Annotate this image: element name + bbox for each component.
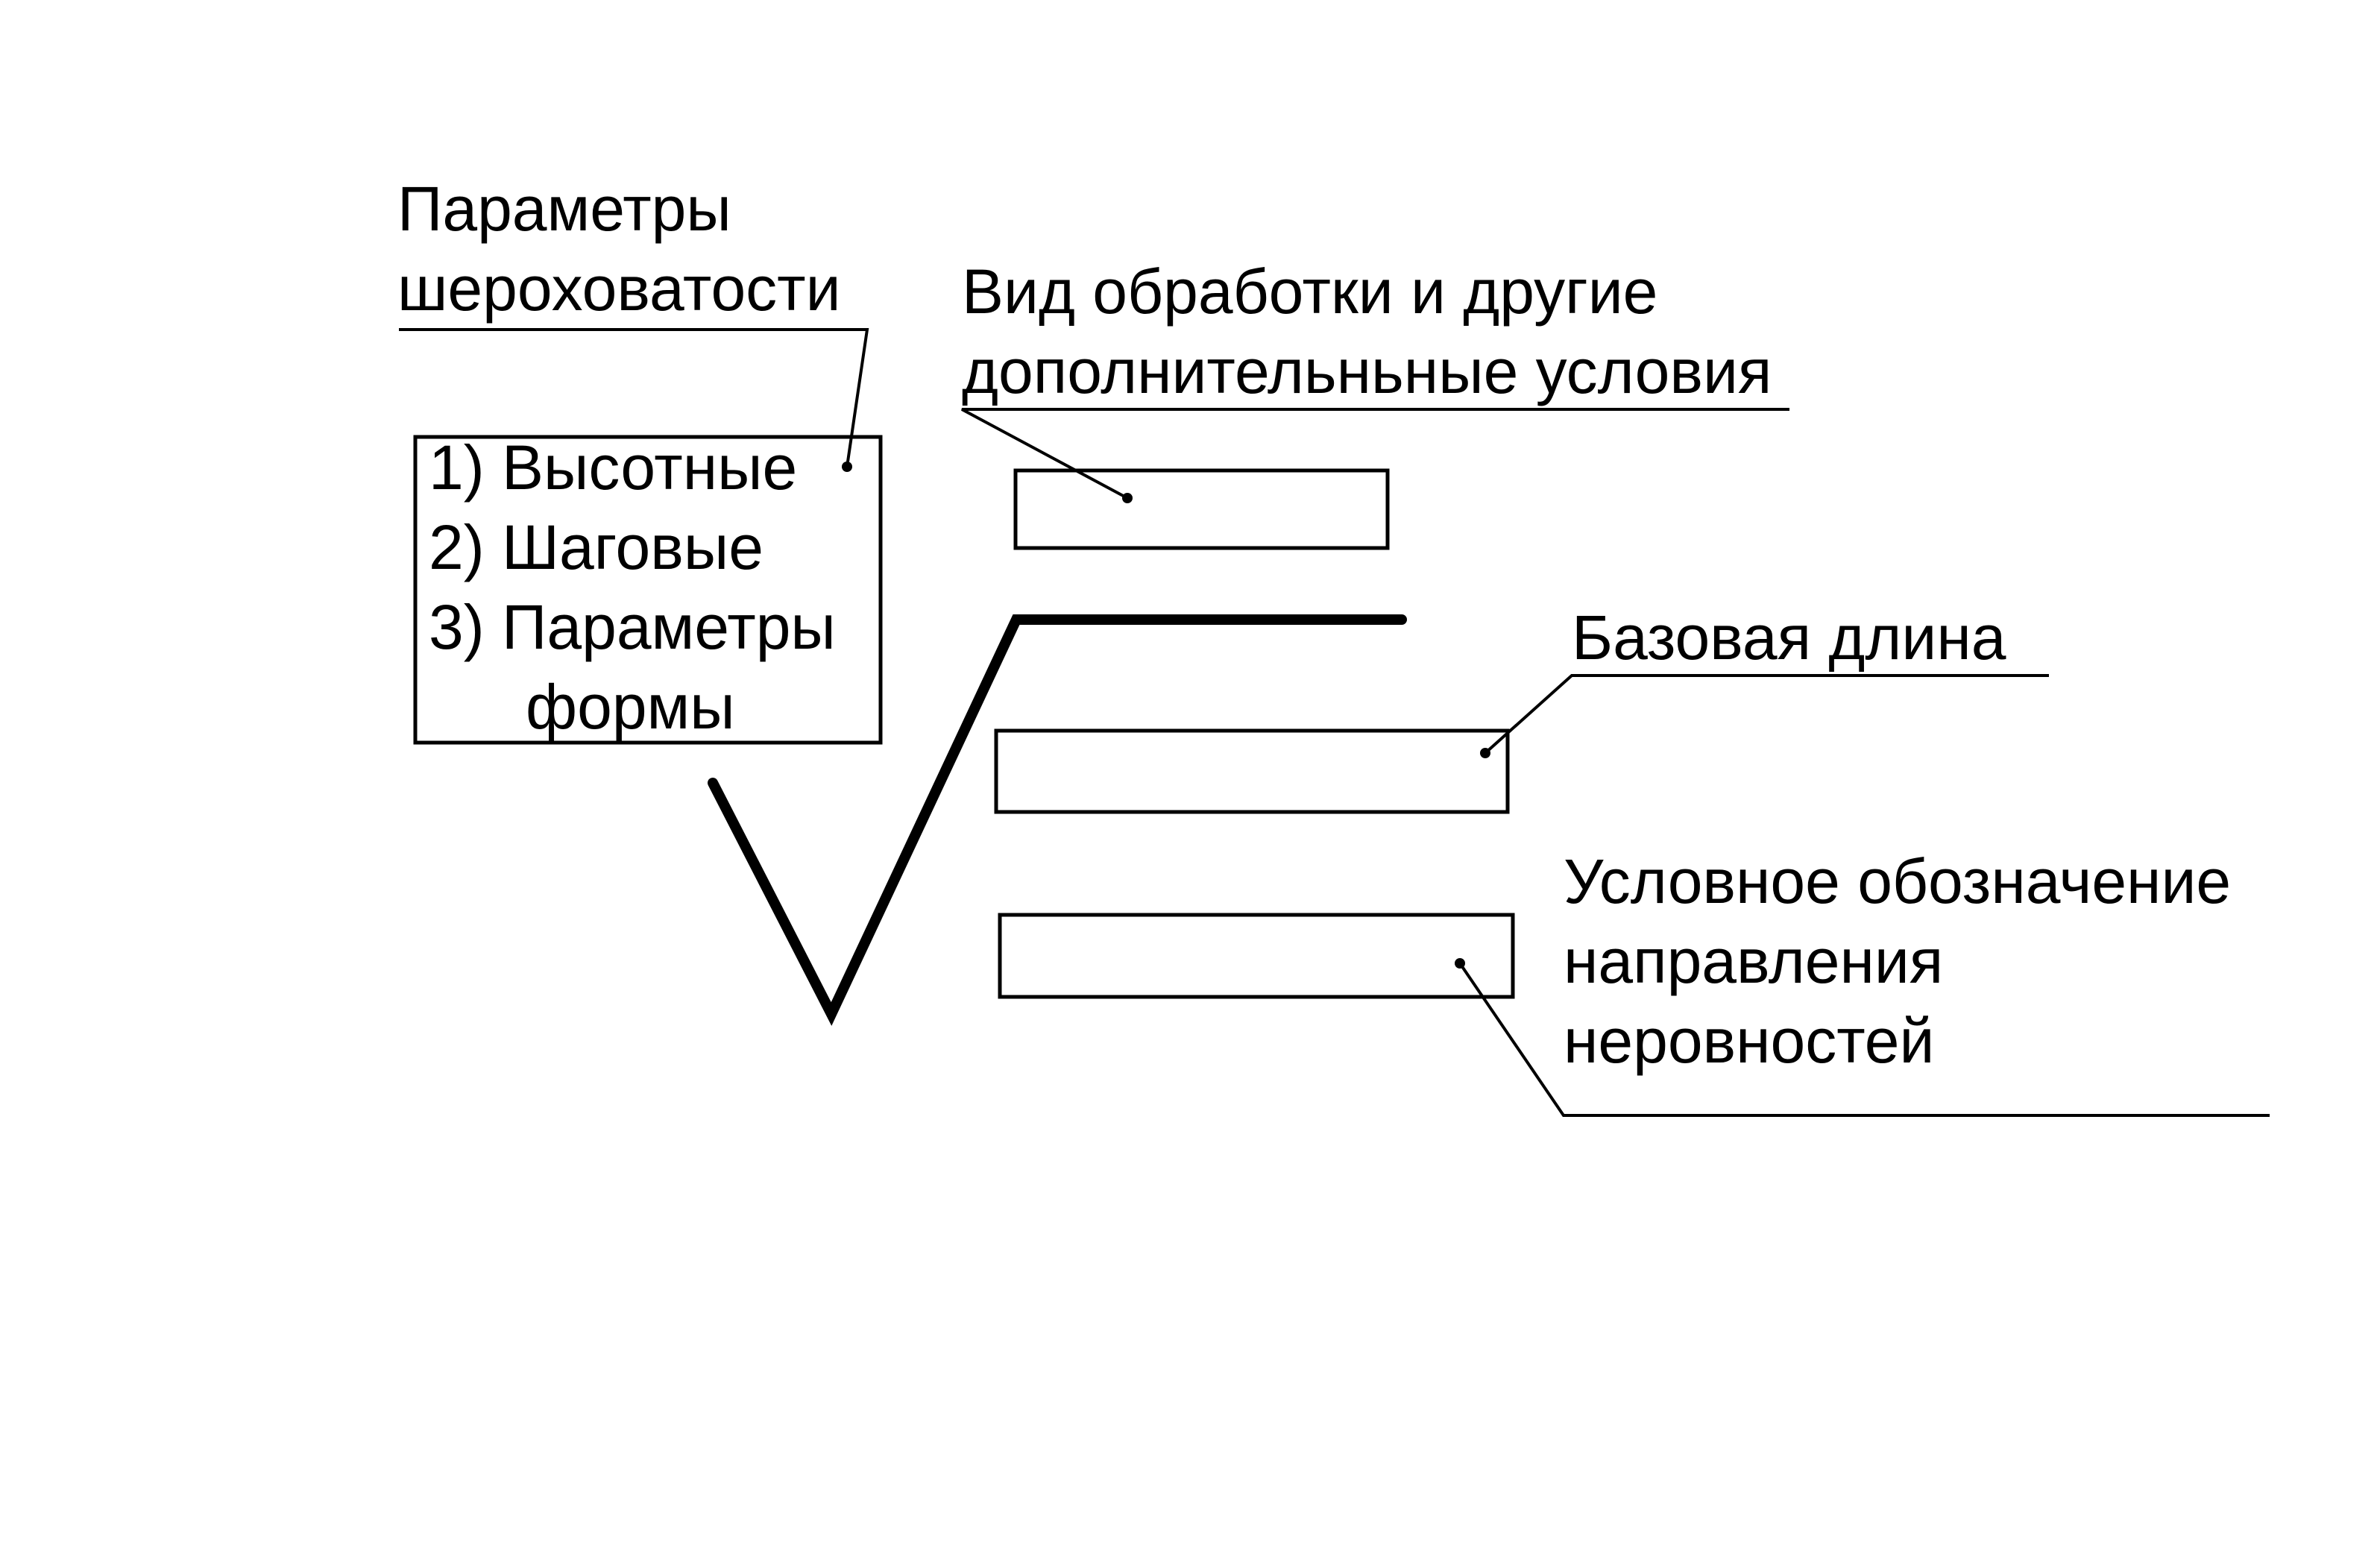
leader-dot-roughness-params	[842, 462, 852, 472]
parameters-list-item-1: 1) Высотные	[429, 432, 798, 503]
label-treatment: Вид обработки и другие дополнительньные …	[962, 252, 1772, 412]
leader-direction	[1458, 962, 2270, 1117]
parameters-list-item-3-continued: формы	[526, 672, 735, 742]
parameters-list-item-3: 3) Параметры	[429, 592, 836, 662]
parameters-box	[413, 435, 883, 745]
leader-dot-base-length	[1480, 748, 1490, 758]
label-direction-line-3: неровностей	[1564, 1006, 1935, 1076]
label-direction: Условное обозначение направления неровно…	[1564, 842, 2231, 1081]
base-length-box	[994, 728, 1510, 814]
leader-treatment	[961, 408, 1789, 500]
label-base-length: Базовая длина	[1572, 598, 2006, 678]
label-direction-line-1: Условное обозначение	[1564, 846, 2232, 916]
label-roughness-params: Параметры шероховатости	[397, 169, 841, 329]
label-roughness-params-line-1: Параметры	[397, 174, 731, 244]
label-treatment-line-1: Вид обработки и другие	[962, 256, 1658, 327]
label-treatment-line-2: дополнительньные условия	[962, 336, 1772, 406]
leader-roughness-params	[399, 328, 869, 467]
label-roughness-params-line-2: шероховатости	[397, 254, 841, 324]
leader-dot-treatment	[1122, 493, 1133, 503]
parameters-list-item-2: 2) Шаговые	[429, 512, 764, 582]
label-direction-line-2: направления	[1564, 926, 1944, 996]
parameters-list: 1) Высотные 2) Шаговые 3) Параметры форм…	[429, 428, 836, 747]
label-base-length-line-1: Базовая длина	[1572, 602, 2006, 673]
direction-box	[998, 913, 1515, 999]
treatment-box	[1013, 468, 1390, 550]
leader-dot-direction	[1455, 958, 1465, 969]
roughness-symbol	[708, 614, 1407, 1026]
leader-base-length	[1484, 674, 2049, 755]
